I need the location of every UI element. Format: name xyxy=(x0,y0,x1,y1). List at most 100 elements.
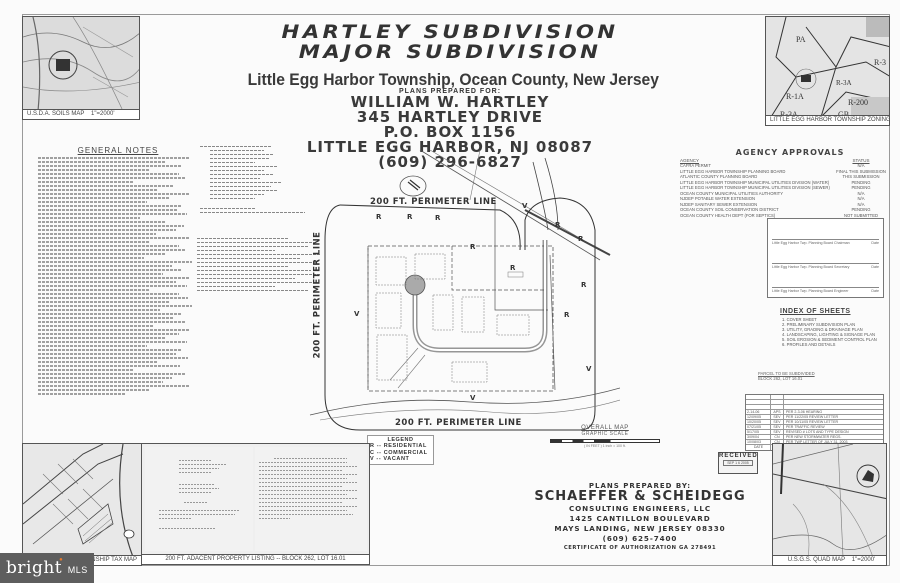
perimeter-label-top: 200 FT. PERIMETER LINE xyxy=(370,197,497,207)
quad-map-caption: U.S.G.S. QUAD MAP 1"=2000' xyxy=(773,555,886,565)
engineering-firm-name: SCHAEFFER & SCHEIDEGG xyxy=(534,489,746,504)
prepared-by-block: PLANS PREPARED BY: SCHAEFFER & SCHEIDEGG… xyxy=(530,482,750,551)
legend-title: LEGEND xyxy=(387,437,414,443)
waiver-notes xyxy=(200,205,310,213)
svg-text:R: R xyxy=(578,235,584,243)
owner-city: LITTLE EGG HARBOR, NJ 08087 xyxy=(306,138,594,156)
general-notes-body xyxy=(38,157,198,395)
legend-item-vacant: V -- VACANT xyxy=(370,456,410,462)
svg-text:R-3A: R-3A xyxy=(780,110,798,117)
svg-text:V: V xyxy=(354,310,360,318)
svg-text:R: R xyxy=(581,281,587,289)
adjacent-listing-letter xyxy=(145,447,253,551)
project-subtitle: MAJOR SUBDIVISION xyxy=(298,41,602,63)
parcel-label: PARCEL TO BE SUBDIVIDED xyxy=(758,371,815,376)
index-item: 3. UTILITY, GRADING & DRAINAGE PLAN xyxy=(782,327,863,332)
map-legend: LEGEND R -- RESIDENTIAL C -- COMMERCIAL … xyxy=(367,435,434,465)
scale-bar xyxy=(550,439,660,443)
variance-notes xyxy=(197,235,327,291)
firm-street: 1425 CANTILLON BOULEVARD xyxy=(569,514,711,523)
sheet-border xyxy=(22,14,890,566)
scale-title: OVERALL MAP xyxy=(581,425,629,431)
prepared-for-label: PLANS PREPARED FOR: xyxy=(398,88,502,95)
index-of-sheets: INDEX OF SHEETS 1. COVER SHEET 2. PRELIM… xyxy=(780,308,890,347)
prepared-by-label: PLANS PREPARED BY: xyxy=(588,482,692,490)
svg-text:R: R xyxy=(470,243,476,251)
svg-text:V: V xyxy=(586,365,592,373)
index-item: 5. SOIL EROSION & SEDIMENT CONTROL PLAN xyxy=(782,337,877,342)
svg-text:R-1A: R-1A xyxy=(786,92,804,101)
owner-name: WILLIAM W. HARTLEY xyxy=(350,93,550,111)
svg-text:R-3A: R-3A xyxy=(836,79,852,87)
revision-row xyxy=(746,400,883,405)
parcel-value: BLOCK 262, LOT 16.01 xyxy=(758,376,803,381)
legend-item-commercial: C -- COMMERCIAL xyxy=(370,449,428,456)
firm-phone: (609) 625-7400 xyxy=(602,534,678,543)
agency-row: LITTLE EGG HARBOR TOWNSHIP MUNICIPAL UTI… xyxy=(680,179,871,185)
tax-map-graphic xyxy=(23,444,141,557)
signature-line-chairman: Little Egg Harbor Twp. Planning Board Ch… xyxy=(772,239,879,245)
general-notes-title: GENERAL NOTES xyxy=(77,146,159,155)
svg-text:R-200: R-200 xyxy=(848,98,868,107)
zoning-map-inset: PA R-3 R-3A R-1A R-200 R-3A GB LITTLE EG… xyxy=(765,16,890,126)
perimeter-label-bottom: 200 FT. PERIMETER LINE xyxy=(395,418,522,428)
agency-approvals: AGENCY APPROVALS AGENCY STATUS CAFRA PER… xyxy=(680,148,890,218)
scale-subtitle: GRAPHIC SCALE xyxy=(581,431,629,437)
svg-text:R: R xyxy=(564,311,570,319)
stamp-label: RECEIVED xyxy=(719,453,758,459)
index-item: 1. COVER SHEET xyxy=(782,317,817,322)
soils-map-inset: U.S.D.A. SOILS MAP 1"=2000' xyxy=(22,16,140,120)
firm-city: MAYS LANDING, NEW JERSEY 08330 xyxy=(554,524,726,533)
svg-text:R: R xyxy=(376,213,382,221)
index-item: 4. LANDSCAPING, LIGHTING & SIGNAGE PLAN xyxy=(782,332,876,337)
zoning-requirements-notes xyxy=(200,143,290,199)
svg-text:R: R xyxy=(407,213,413,221)
index-item: 2. PRELIMINARY SUBDIVISION PLAN xyxy=(782,322,856,327)
owner-phone: (609) 296-6827 xyxy=(378,153,522,171)
quad-map-inset: U.S.G.S. QUAD MAP 1"=2000' xyxy=(772,443,887,566)
svg-text:V: V xyxy=(470,394,476,402)
agency-row: LITTLE EGG HARBOR TOWNSHIP MUNICIPAL UTI… xyxy=(680,185,871,190)
perimeter-label-left: 200 FT. PERIMETER LINE xyxy=(312,231,323,359)
firm-certificate: CERTIFICATE OF AUTHORIZATION GA 278491 xyxy=(563,545,717,551)
firm-subtitle: CONSULTING ENGINEERS, LLC xyxy=(568,504,711,513)
owner-street: 345 HARTLEY DRIVE xyxy=(356,108,544,126)
svg-text:V: V xyxy=(522,202,528,210)
agency-row: OCEAN COUNTY MUNICIPAL UTILITIES AUTHORI… xyxy=(680,190,865,196)
signature-line-secretary: Little Egg Harbor Twp. Planning Board Se… xyxy=(772,263,879,269)
agency-row: OCEAN COUNTY HEALTH DEPT (FOR SEPTICS)NO… xyxy=(680,212,879,218)
bright-logo-dot-icon: ● xyxy=(59,557,63,563)
revision-row xyxy=(746,405,883,410)
soils-map-graphic xyxy=(23,17,139,111)
index-item: 6. PROFILES AND DETAILS xyxy=(782,342,836,347)
index-title: INDEX OF SHEETS xyxy=(780,308,851,315)
agency-approvals-title: AGENCY APPROVALS xyxy=(735,148,845,157)
adjacent-property-listing: 200 FT. ADACENT PROPERTY LISTING -- BLOC… xyxy=(141,443,370,565)
received-stamp: RECEIVED SEP 1 6 2005 xyxy=(718,452,758,474)
quad-map-graphic xyxy=(773,444,886,557)
soils-map-caption: U.S.D.A. SOILS MAP 1"=2000' xyxy=(23,109,139,119)
owner-po-box: P.O. BOX 1156 xyxy=(383,123,517,141)
tax-map-inset: TOWNSHIP TAX MAP xyxy=(22,443,142,566)
svg-text:GB: GB xyxy=(838,110,849,117)
project-title: HARTLEY SUBDIVISION xyxy=(281,21,619,43)
svg-text:PA: PA xyxy=(796,35,806,44)
svg-text:R: R xyxy=(510,264,516,272)
adjacent-listing-caption: 200 FT. ADACENT PROPERTY LISTING -- BLOC… xyxy=(142,554,369,564)
svg-text:R: R xyxy=(555,221,561,229)
project-location: Little Egg Harbor Township, Ocean County… xyxy=(247,70,659,89)
general-notes: GENERAL NOTES xyxy=(38,146,198,395)
